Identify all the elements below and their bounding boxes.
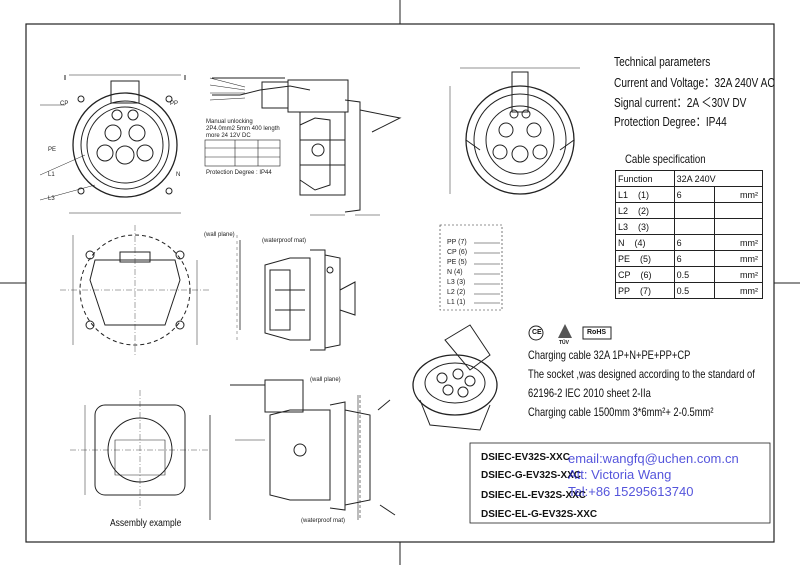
marking-text: Protection Degree : IP44	[206, 170, 272, 176]
ce-label: CE	[532, 329, 542, 336]
pin-label: L1 (1)	[447, 299, 466, 306]
socket-pin-label: PP	[170, 101, 179, 107]
cable-spec-num: (7)	[640, 285, 652, 296]
cable-spec-unit: mm²	[713, 234, 764, 251]
contact-email: email:wangfq@uchen.com.cn	[568, 451, 739, 466]
cable-spec-name: N	[618, 237, 625, 248]
socket-pin-label: L1	[48, 172, 55, 178]
wall-plane-label: (wall plane)	[204, 232, 235, 238]
cable-spec-row: N (4) 6 mm²	[615, 234, 764, 251]
model-name: DSIEC-G-EV32S-XXC	[481, 470, 582, 481]
assembly-example-view	[70, 390, 210, 510]
tuv-label: TÜV	[559, 340, 569, 346]
marking-text: more 24 12V DC	[206, 133, 251, 139]
model-name: DSIEC-EL-G-EV32S-XXC	[481, 509, 598, 520]
cable-spec-unit: mm²	[713, 186, 764, 203]
standard-note-2: 62196-2 IEC 2010 sheet 2-IIa	[528, 386, 651, 400]
cable-spec-num: (2)	[638, 205, 650, 216]
charging-cable-note: Charging cable 32A 1P+N+PE+PP+CP	[528, 348, 691, 362]
socket-rear-view	[449, 67, 580, 195]
pin-lines	[439, 224, 503, 311]
model-name: DSIEC-EV32S-XXC	[481, 452, 570, 463]
panel-cutout-view	[60, 225, 210, 355]
marking-text: Manual unlocking	[206, 119, 253, 125]
socket-pin-label: CP	[60, 101, 69, 107]
cable-spec-value	[673, 202, 715, 219]
cable-spec-num: (1)	[638, 189, 650, 200]
socket-pin-label: PE	[48, 147, 57, 153]
tuv-icon	[558, 324, 572, 338]
socket-perspective-view	[412, 324, 498, 431]
socket-side-view	[212, 77, 402, 216]
cable-spec-num: (5)	[640, 253, 652, 264]
socket-pin-label: L3	[48, 196, 55, 202]
current-voltage-text: Current and Voltage：32A 240V AC	[614, 75, 775, 90]
cable-spec-unit: mm²	[713, 266, 764, 283]
marking-table	[204, 139, 281, 167]
ce-mark-icon	[528, 325, 544, 341]
cable-spec-name: PP	[618, 285, 631, 296]
wall-mount-side-view	[236, 235, 356, 351]
cable-spec-num: (3)	[638, 221, 650, 232]
cable-spec-unit	[713, 202, 764, 219]
cable-spec-name: L2	[618, 205, 629, 216]
model-name: DSIEC-EL-EV32S-XXC	[481, 490, 587, 501]
cable-spec-row: PP (7) 0.5 mm²	[615, 282, 764, 299]
cable-spec-header-row: Function 32A 240V	[615, 170, 764, 187]
cable-spec-num: (4)	[634, 237, 646, 248]
cable-spec-row: L3 (3)	[615, 218, 764, 235]
cable-spec-value: 0.5	[673, 282, 715, 299]
cable-spec-value: 0.5	[673, 266, 715, 283]
cable-spec-num: (6)	[640, 269, 652, 280]
cable-spec-name: L1	[618, 189, 629, 200]
cable-spec-name: L3	[618, 221, 629, 232]
pin-label: PE (5)	[447, 259, 467, 266]
cable-spec-value: 6	[673, 234, 715, 251]
socket-front-view	[39, 74, 186, 214]
pin-label: L2 (2)	[447, 289, 466, 296]
pin-label: N (4)	[447, 269, 463, 276]
pin-label: L3 (3)	[447, 279, 466, 286]
cable-spec-header-value: 32A 240V	[673, 170, 764, 187]
cable-spec-row: PE (5) 6 mm²	[615, 250, 764, 267]
signal-current-text: Signal current：2A ＜30V DV	[614, 95, 747, 110]
cable-spec-header-function: Function	[615, 170, 675, 187]
cable-spec-value: 6	[673, 250, 715, 267]
certification-marks	[528, 324, 612, 341]
model-list-box	[469, 442, 771, 524]
cable-spec-name: PE	[618, 253, 631, 264]
cable-spec-row: CP (6) 0.5 mm²	[615, 266, 764, 283]
cable-spec-title: Cable specification	[625, 152, 706, 166]
cable-spec-unit: mm²	[713, 282, 764, 299]
pin-label: CP (6)	[447, 249, 468, 256]
contact-tel: Tel:+86 15295613740	[568, 484, 694, 499]
rohs-icon	[582, 326, 612, 340]
protection-degree-text: Protection Degree：IP44	[614, 114, 727, 129]
technical-parameters-title: Technical parameters	[614, 54, 711, 69]
cable-spec-value	[673, 218, 715, 235]
charging-cable-length-note: Charging cable 1500mm 3*6mm²+ 2-0.5mm²	[528, 405, 714, 419]
cable-spec-unit: mm²	[713, 250, 764, 267]
contact-name: Att: Victoria Wang	[568, 467, 672, 482]
standard-note-1: The socket ,was designed according to th…	[528, 367, 755, 381]
wire-bundle	[209, 77, 246, 101]
waterproof-mat-label: (waterproof mat)	[262, 238, 307, 244]
marking-text: 2P4.0mm2 5mm 400 length	[206, 126, 280, 132]
cable-spec-value: 6	[673, 186, 715, 203]
waterproof-mat-label: (waterproof mat)	[301, 518, 346, 524]
cable-spec-unit	[713, 218, 764, 235]
cable-spec-row: L2 (2)	[615, 202, 764, 219]
lower-side-view	[209, 379, 396, 520]
wall-plane-label: (wall plane)	[310, 377, 341, 383]
pin-label: PP (7)	[447, 239, 467, 246]
cable-spec-table: Function 32A 240V L1 (1) 6 mm² L2 (2) L3 (3…	[615, 170, 764, 299]
cable-spec-row: L1 (1) 6 mm²	[615, 186, 764, 203]
socket-pin-label: N	[176, 172, 181, 178]
assembly-example-label: Assembly example	[110, 518, 182, 529]
rohs-label: RoHS	[587, 329, 607, 336]
cable-spec-name: CP	[618, 269, 631, 280]
